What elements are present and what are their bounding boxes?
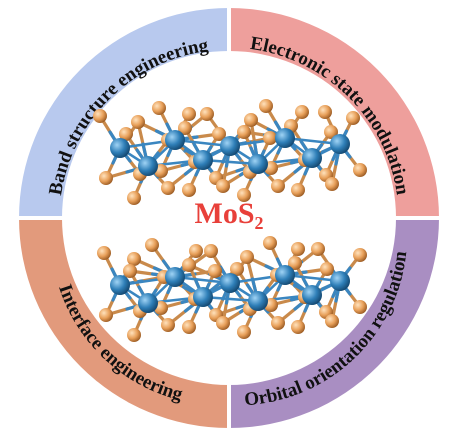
molybdenum-atom bbox=[220, 273, 240, 293]
sulfur-atom bbox=[145, 238, 159, 252]
sulfur-atom bbox=[127, 252, 141, 266]
sulfur-atom bbox=[127, 191, 141, 205]
sulfur-atom bbox=[182, 107, 196, 121]
molybdenum-atom bbox=[165, 130, 185, 150]
molybdenum-atom bbox=[275, 265, 295, 285]
sulfur-atom bbox=[291, 242, 305, 256]
sulfur-atom bbox=[288, 256, 302, 270]
sulfur-atom bbox=[320, 262, 334, 276]
quadrant-top-right bbox=[229, 8, 439, 218]
molybdenum-atom bbox=[193, 287, 213, 307]
sulfur-atom bbox=[99, 308, 113, 322]
sulfur-atom bbox=[240, 250, 254, 264]
sulfur-atom bbox=[311, 242, 325, 256]
sulfur-atom bbox=[152, 101, 166, 115]
sulfur-atom bbox=[97, 246, 111, 260]
molybdenum-atom bbox=[110, 138, 130, 158]
sulfur-atom bbox=[324, 125, 338, 139]
sulfur-atom bbox=[230, 262, 244, 276]
sulfur-atom bbox=[93, 109, 107, 123]
sulfur-atom bbox=[99, 171, 113, 185]
sulfur-atom bbox=[346, 111, 360, 125]
sulfur-atom bbox=[119, 127, 133, 141]
molybdenum-atom bbox=[302, 148, 322, 168]
sulfur-atom bbox=[259, 99, 273, 113]
molybdenum-atom bbox=[110, 275, 130, 295]
sulfur-atom bbox=[123, 264, 137, 278]
sulfur-atom bbox=[237, 325, 251, 339]
molybdenum-atom bbox=[330, 271, 350, 291]
molybdenum-atom bbox=[248, 291, 268, 311]
sulfur-atom bbox=[237, 188, 251, 202]
sulfur-atom bbox=[127, 328, 141, 342]
quadrant-bottom-right bbox=[229, 218, 439, 428]
sulfur-atom bbox=[200, 107, 214, 121]
sulfur-atom bbox=[216, 316, 230, 330]
molybdenum-atom bbox=[138, 293, 158, 313]
sulfur-atom bbox=[353, 248, 367, 262]
molybdenum-atom bbox=[330, 134, 350, 154]
sulfur-atom bbox=[189, 244, 203, 258]
sulfur-atom bbox=[291, 183, 305, 197]
molybdenum-atom bbox=[248, 154, 268, 174]
mos2-structure-top bbox=[93, 99, 367, 205]
sulfur-atom bbox=[161, 181, 175, 195]
sulfur-atom bbox=[212, 127, 226, 141]
center-label-mos2: MoS2 bbox=[195, 197, 264, 233]
sulfur-atom bbox=[295, 105, 309, 119]
sulfur-atom bbox=[263, 236, 277, 250]
sulfur-atom bbox=[208, 264, 222, 278]
sulfur-atom bbox=[353, 300, 367, 314]
molybdenum-atom bbox=[193, 150, 213, 170]
molybdenum-atom bbox=[165, 267, 185, 287]
sulfur-atom bbox=[353, 163, 367, 177]
sulfur-atom bbox=[244, 113, 258, 127]
sulfur-atom bbox=[263, 131, 277, 145]
sulfur-atom bbox=[182, 320, 196, 334]
sulfur-atom bbox=[237, 125, 251, 139]
sulfur-atom bbox=[204, 244, 218, 258]
sulfur-atom bbox=[182, 258, 196, 272]
molybdenum-atom bbox=[138, 156, 158, 176]
sulfur-atom bbox=[131, 115, 145, 129]
quadrant-top-left bbox=[19, 8, 229, 218]
sulfur-atom bbox=[291, 320, 305, 334]
sulfur-atom bbox=[182, 183, 196, 197]
molybdenum-atom bbox=[275, 128, 295, 148]
sulfur-atom bbox=[271, 316, 285, 330]
mos2-structure-bottom bbox=[97, 236, 367, 342]
sulfur-atom bbox=[216, 179, 230, 193]
molybdenum-atom bbox=[302, 285, 322, 305]
sulfur-atom bbox=[161, 318, 175, 332]
sulfur-atom bbox=[178, 121, 192, 135]
quadrant-bottom-left bbox=[19, 218, 229, 428]
sulfur-atom bbox=[318, 105, 332, 119]
sulfur-atom bbox=[271, 179, 285, 193]
sulfur-atom bbox=[325, 314, 339, 328]
molybdenum-atom bbox=[220, 136, 240, 156]
sulfur-atom bbox=[325, 177, 339, 191]
